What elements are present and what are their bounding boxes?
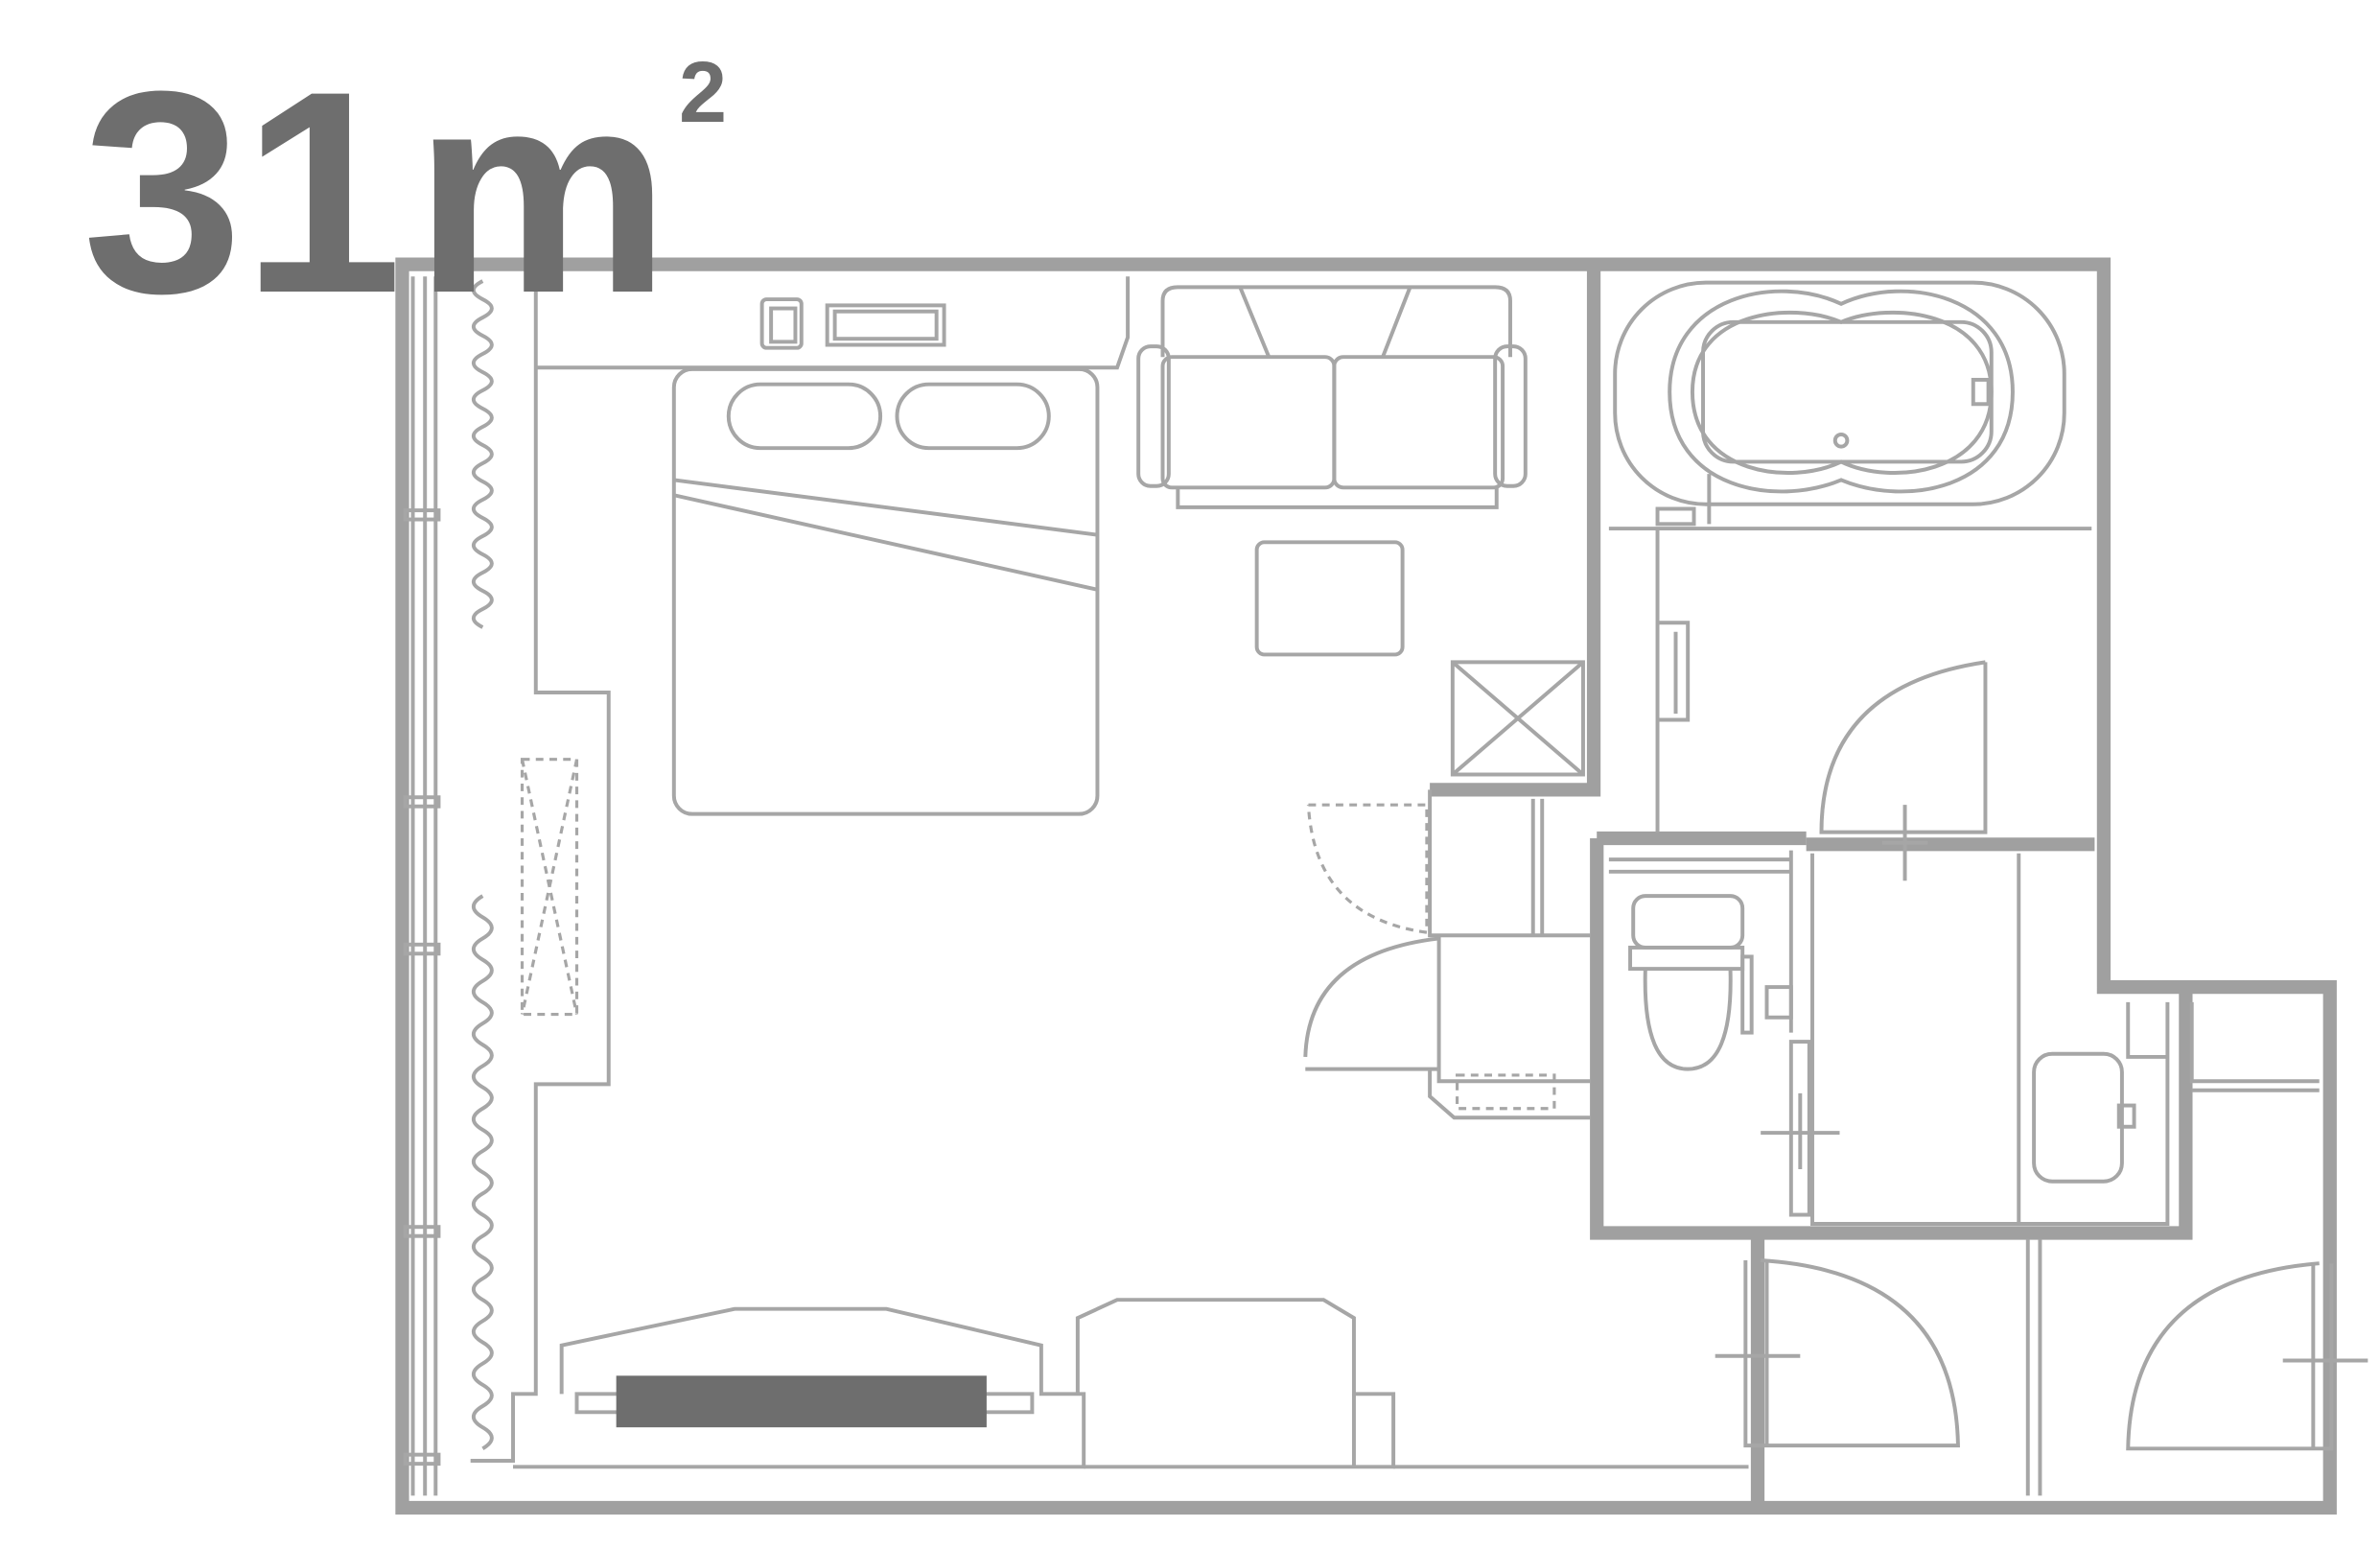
room-area-label: 31 m 2 [0,0,863,345]
area-unit-power: 2 [679,45,728,141]
area-value: 31 [82,31,403,353]
telephone-icon [759,297,804,350]
closet-door-icon [1303,936,1439,1057]
curtain-icon [471,279,494,629]
closet-door-dashed [1306,803,1429,934]
closet-partition [2189,1001,2320,1092]
closet-cross [520,759,579,1015]
tv-icon [616,1375,987,1428]
washroom-partition [1810,853,2170,1227]
closet-icon [520,758,579,1017]
bathroom-wall [1430,267,1601,797]
curtain-icon [471,894,494,1451]
window [410,276,438,1496]
coffee-table [1254,540,1405,657]
desk-panel-inner [832,309,939,341]
bathroom-door-icon [1819,660,1988,881]
area-unit: m [414,31,670,353]
double-bed-icon [671,366,1100,816]
luggage-rack [1456,1073,1556,1111]
toilet-wall [1590,831,2193,1240]
outer-wall [395,257,2337,1515]
room-door-icon [2126,1261,2368,1451]
toilet-door-icon [1761,1040,1840,1217]
wall-counter [470,276,611,1463]
sofa-icon [1136,285,1528,509]
desk-icon [1075,1298,1749,1469]
entry-closet [1305,789,1591,1120]
corridor-divider [2025,1238,2042,1496]
sink-icon [2032,1051,2136,1184]
bathroom-floor [1608,527,2092,833]
toilet-icon [1628,894,1793,1071]
bathtub-icon [1613,280,2066,527]
entry-door-icon [1715,1258,1960,1448]
window-mullions [403,508,441,1467]
shaft-icon [1450,660,1585,777]
desk-panel [825,303,946,347]
